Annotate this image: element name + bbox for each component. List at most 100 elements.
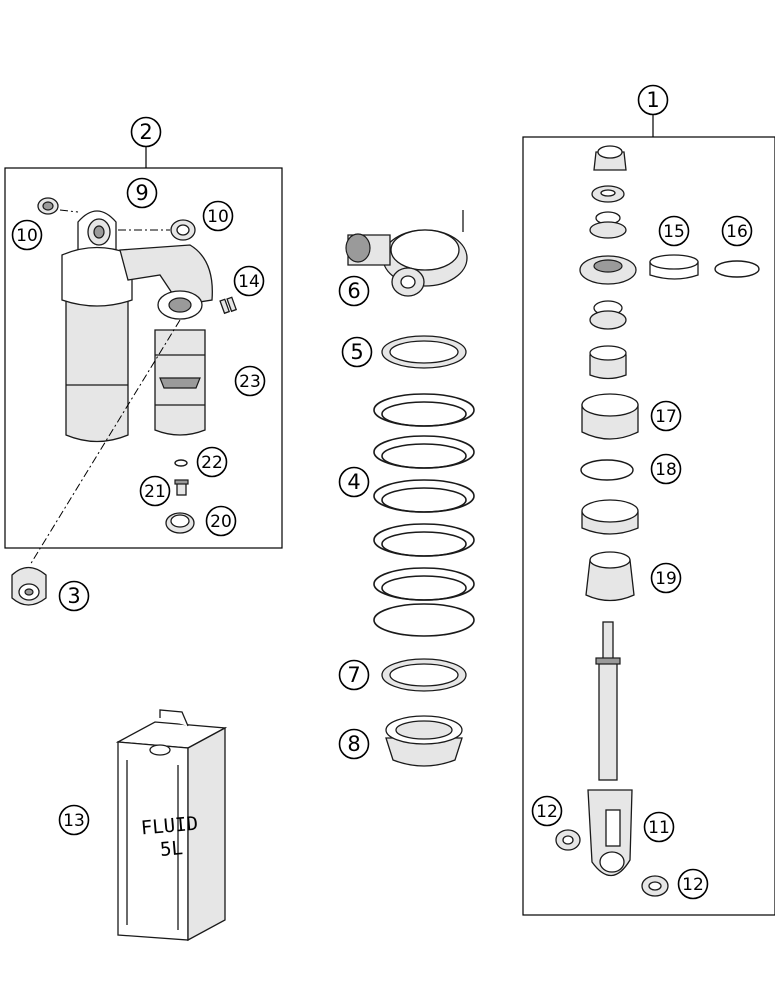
nut-top [593, 145, 627, 171]
callout-c10a: 10 [11, 219, 43, 251]
callout-circle [338, 728, 370, 760]
callout-label: 10 [16, 226, 38, 246]
piston-rod [595, 621, 621, 781]
callout-label: 4 [347, 470, 360, 494]
callout-circle [338, 659, 370, 691]
seal-head-17 [581, 393, 639, 440]
callout-c18: 18 [650, 453, 682, 485]
callout-c13: 13 [58, 804, 90, 836]
callout-c14: 14 [233, 265, 265, 297]
callout-circle [11, 219, 43, 251]
washer-5 [381, 335, 467, 369]
callout-circle [58, 804, 90, 836]
circlip-18 [580, 459, 634, 481]
callout-label: 12 [682, 875, 704, 895]
bushing-10-right [170, 219, 196, 241]
callout-circle [202, 200, 234, 232]
callout-label: 12 [536, 802, 558, 822]
pins-14 [219, 296, 238, 315]
washer-7 [381, 658, 467, 692]
callout-circle [205, 505, 237, 537]
callout-circle [643, 811, 675, 843]
callout-circle [650, 400, 682, 432]
callout-circle [721, 215, 753, 247]
callout-c12b: 12 [677, 868, 709, 900]
callout-label: 3 [67, 584, 80, 608]
callout-c4: 4 [338, 466, 370, 498]
oring-22 [174, 459, 188, 467]
seal-head-lower [581, 499, 639, 535]
fluid-can: FLUID 5L [115, 709, 228, 942]
callout-label: 20 [210, 512, 232, 532]
piston-lower [589, 345, 627, 380]
callout-label: 15 [663, 222, 685, 242]
callout-label: 5 [350, 340, 363, 364]
bushing-12-left [555, 829, 581, 851]
callout-circle [139, 475, 171, 507]
fluid-can-label-line2: 5L [159, 837, 184, 861]
group-1-frame [522, 136, 775, 916]
callout-c6: 6 [338, 275, 370, 307]
callout-c12a: 12 [531, 795, 563, 827]
fluid-can-label-line1: FLUID [140, 813, 199, 840]
callout-circle [196, 446, 228, 478]
callout-circle [126, 177, 158, 209]
bushing-10-left [37, 197, 59, 215]
shim-stack-lower [589, 300, 627, 330]
callout-c10b: 10 [202, 200, 234, 232]
callout-label: 8 [347, 732, 360, 756]
callout-label: 13 [63, 811, 85, 831]
callout-circle [650, 453, 682, 485]
callout-label: 9 [135, 181, 148, 205]
callout-circle [677, 868, 709, 900]
bump-stop-19 [585, 551, 635, 602]
callout-circle [233, 265, 265, 297]
callout-circle [58, 580, 90, 612]
callout-label: 14 [238, 272, 260, 292]
callout-label: 7 [347, 663, 360, 687]
callout-label: 2 [139, 120, 152, 144]
callout-label: 11 [648, 818, 670, 838]
callout-circle [658, 215, 690, 247]
callout-c22: 22 [196, 446, 228, 478]
ring-16 [714, 260, 760, 278]
callout-label: 6 [347, 279, 360, 303]
callout-label: 10 [207, 207, 229, 227]
callout-c8: 8 [338, 728, 370, 760]
callout-circle [341, 336, 373, 368]
callout-circle [637, 84, 669, 116]
callout-label: 16 [726, 222, 748, 242]
spring-seat-8 [385, 715, 463, 767]
callout-c21: 21 [139, 475, 171, 507]
callout-label: 23 [239, 372, 261, 392]
shim-stack-upper [589, 211, 627, 239]
callout-c2: 2 [130, 116, 162, 148]
callout-c16: 16 [721, 215, 753, 247]
spring-retainer-6 [345, 210, 468, 297]
ring-15 [649, 254, 699, 280]
valve-21 [174, 479, 189, 496]
spring-4 [373, 393, 475, 637]
callout-c9: 9 [126, 177, 158, 209]
callout-circle [531, 795, 563, 827]
group-2-frame [4, 167, 283, 549]
bearing-3 [11, 566, 47, 606]
callout-label: 22 [201, 453, 223, 473]
callout-c11: 11 [643, 811, 675, 843]
callout-label: 21 [144, 482, 166, 502]
callout-circle [234, 365, 266, 397]
callout-c3: 3 [58, 580, 90, 612]
callout-circle [130, 116, 162, 148]
callout-c19: 19 [650, 562, 682, 594]
callout-c15: 15 [658, 215, 690, 247]
callout-label: 19 [655, 569, 677, 589]
washer-top [591, 185, 625, 203]
piston-upper [579, 255, 637, 285]
rod-eye-11 [587, 789, 633, 877]
shock-body-assembly [61, 210, 213, 443]
callout-c7: 7 [338, 659, 370, 691]
callout-c5: 5 [341, 336, 373, 368]
callout-label: 1 [646, 88, 659, 112]
cap-20 [165, 512, 195, 534]
